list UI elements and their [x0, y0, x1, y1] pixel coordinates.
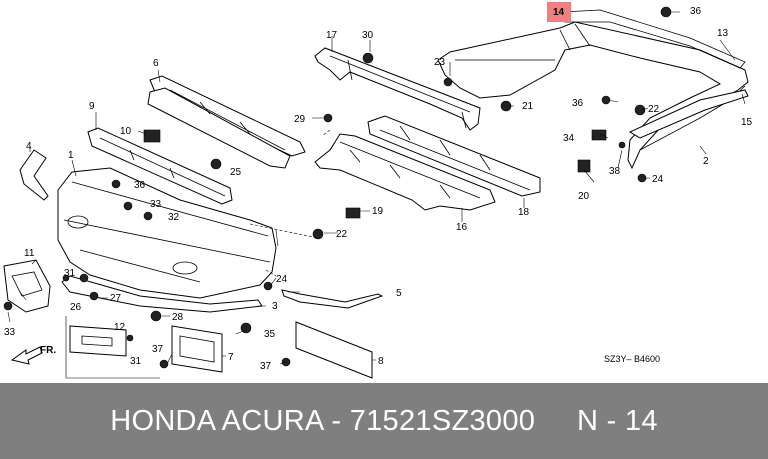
- diagram-code: SZ3Y– B4600: [604, 354, 660, 364]
- callout-25: 25: [230, 167, 242, 178]
- license-plate-bracket: [3, 259, 51, 313]
- highlighted-part-14: [561, 9, 746, 69]
- front-bumper-face: [57, 167, 277, 299]
- callout-8: 8: [378, 356, 384, 367]
- callout-12: 12: [114, 322, 126, 333]
- callout-5: 5: [396, 288, 402, 299]
- callout-20: 20: [578, 191, 590, 202]
- callout-29: 29: [294, 114, 306, 125]
- callout-24b: 24: [276, 274, 288, 285]
- callout-24a: 24: [652, 174, 664, 185]
- dash-guides: [249, 129, 331, 277]
- callout-11: 11: [24, 248, 35, 259]
- rear-energy-absorber: [314, 133, 496, 211]
- front-direction-arrow: FR.: [10, 345, 56, 365]
- callout-23: 23: [434, 57, 446, 68]
- callout-labels: 1 2 3 4 5 6 7 8 9 10 11 12 13 15 16 17 1…: [4, 6, 753, 372]
- front-bumper-beam: [147, 75, 306, 169]
- callout-22b: 22: [336, 229, 348, 240]
- rear-bumper-bracket: [314, 47, 481, 131]
- callout-33a: 33: [150, 199, 162, 210]
- callout-36a: 36: [690, 6, 702, 17]
- parts-diagram: 14 1 2 3 4 5 6 7 8 9 10 11 12 13 15 16 1…: [3, 2, 753, 379]
- callout-37b: 37: [260, 361, 272, 372]
- callout-18: 18: [518, 207, 530, 218]
- rear-lower-molding: [628, 89, 749, 139]
- callout-1: 1: [68, 150, 74, 161]
- part-number-text: HONDA ACURA - 71521SZ3000 N - 14: [110, 404, 658, 437]
- front-side-molding: [19, 149, 49, 201]
- callout-2: 2: [703, 156, 709, 167]
- highlight-box: [547, 2, 571, 22]
- lower-panel: [69, 325, 127, 357]
- callout-30: 30: [362, 30, 374, 41]
- callout-32: 32: [168, 212, 180, 223]
- callout-22a: 22: [648, 104, 660, 115]
- bumper-exploded-view: 14 1 2 3 4 5 6 7 8 9 10 11 12 13 15 16 1…: [3, 2, 753, 379]
- callout-10: 10: [120, 126, 132, 137]
- callout-36b: 36: [572, 98, 584, 109]
- callout-27: 27: [110, 293, 122, 304]
- group-bracket-line: [65, 316, 160, 379]
- callout-33b: 33: [4, 327, 16, 338]
- callout-21: 21: [522, 101, 534, 112]
- part-number-banner: HONDA ACURA - 71521SZ3000 N - 14: [0, 383, 768, 459]
- callout-37a: 37: [152, 344, 164, 355]
- callout-16: 16: [456, 222, 468, 233]
- rear-bumper-face: [437, 21, 749, 170]
- license-plate: [295, 321, 373, 379]
- front-license-frame: [171, 325, 223, 373]
- front-energy-absorber: [87, 127, 233, 205]
- callout-6: 6: [153, 58, 159, 69]
- callout-14: 14: [553, 7, 565, 18]
- callout-17: 17: [326, 30, 338, 41]
- callout-26: 26: [70, 302, 82, 313]
- callout-31a: 31: [64, 268, 76, 279]
- callout-7: 7: [228, 352, 234, 363]
- callout-15: 15: [741, 117, 753, 128]
- callout-31b: 31: [130, 356, 142, 367]
- callout-3: 3: [272, 301, 278, 312]
- callout-13: 13: [717, 28, 729, 39]
- fasteners: [3, 6, 672, 369]
- callout-9: 9: [89, 101, 95, 112]
- callout-4: 4: [26, 141, 32, 152]
- callout-28: 28: [172, 312, 184, 323]
- leader-lines: [7, 11, 746, 365]
- callout-38: 38: [609, 166, 621, 177]
- callout-34: 34: [563, 133, 575, 144]
- front-bumper-molding: [281, 289, 384, 309]
- rear-bumper-beam: [367, 115, 541, 197]
- callout-19: 19: [372, 206, 384, 217]
- callout-35: 35: [264, 329, 276, 340]
- callout-36c: 36: [134, 180, 146, 191]
- direction-label: FR.: [40, 345, 56, 356]
